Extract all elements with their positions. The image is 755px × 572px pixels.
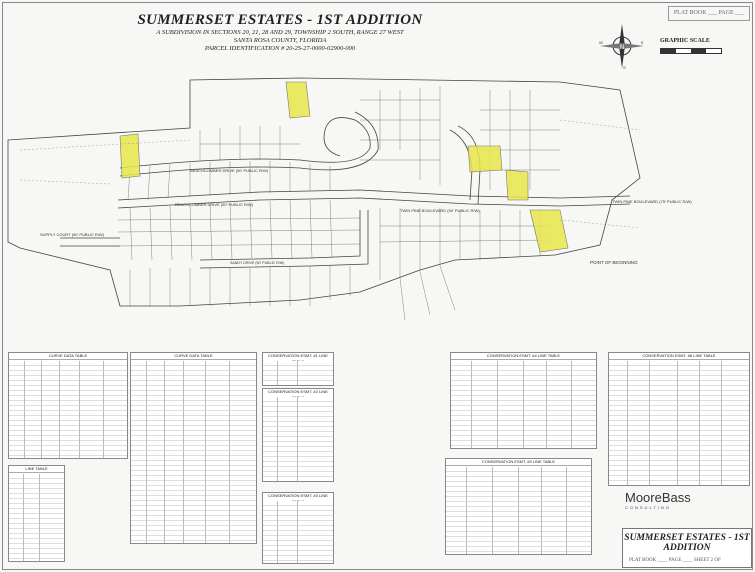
road-label-sandy-drive: SANDY DRIVE (50' PUBLIC R/W) [230, 261, 284, 265]
firm-tag: CONSULTING [625, 505, 671, 510]
graphic-scale-label: GRAPHIC SCALE [660, 38, 710, 44]
conservation-table-6: CONSERVATION ESMT. #6 LINE TABLE [608, 352, 750, 486]
graphic-scale-bar [660, 48, 722, 54]
title-block: SUMMERSET ESTATES - 1ST ADDITION PLAT BO… [622, 528, 752, 568]
north-arrow-icon: N S E W [599, 24, 644, 70]
conservation-table-1: CONSERVATION ESMT. #1 LINE TABLE [262, 352, 334, 386]
east-letter: E [641, 40, 644, 45]
south-letter: S [623, 65, 626, 70]
road-label-twin-pine: TWIN PINE BOULEVARD (50' PUBLIC R/W) [400, 208, 480, 213]
title-block-top: SUMMERSET ESTATES - 1ST ADDITION A SUBDI… [120, 12, 440, 53]
line-table: LINE TABLE [8, 465, 65, 562]
subtitle-1: A SUBDIVISION IN SECTIONS 20, 21, 28 AND… [156, 29, 404, 36]
curve-data-table-1: CURVE DATA TABLE [8, 352, 128, 459]
west-letter: W [599, 40, 603, 45]
point-of-beginning-label: POINT OF BEGINNING [590, 260, 638, 265]
title-block-plat-line: PLAT BOOK ____ PAGE ____ SHEET 2 OF [629, 558, 721, 563]
road-label-beachcomber-2: BEACHCOMBER DRIVE (50' PUBLIC R/W) [175, 202, 254, 207]
north-letter: N [620, 45, 624, 51]
conservation-table-3: CONSERVATION ESMT. #3 LINE TABLE [262, 492, 334, 564]
road-label-twin-pine-east: TWIN PINE BOULEVARD (75' PUBLIC R/W) [612, 199, 692, 204]
conservation-table-5: CONSERVATION ESMT. #5 LINE TABLE [445, 458, 592, 555]
firm-name: MooreBass [625, 490, 691, 505]
conservation-table-4: CONSERVATION ESMT. #4 LINE TABLE [450, 352, 597, 449]
road-label-beachcomber-1: BEACHCOMBER DRIVE (50' PUBLIC R/W) [190, 168, 269, 173]
subdivision-map: BEACHCOMBER DRIVE (50' PUBLIC R/W) BEACH… [7, 77, 692, 321]
page-title: SUMMERSET ESTATES - 1ST ADDITION [137, 12, 423, 28]
firm-logo: MooreBass CONSULTING [625, 490, 708, 523]
subtitle-2: SANTA ROSA COUNTY, FLORIDA [233, 37, 327, 44]
title-block-title: SUMMERSET ESTATES - 1ST ADDITION [624, 533, 750, 553]
conservation-table-2: CONSERVATION ESMT. #2 LINE TABLE [262, 388, 334, 482]
road-label-supply-court: SUPPLY COURT (50' PUBLIC R/W) [40, 232, 105, 237]
curve-data-table-2: CURVE DATA TABLE [130, 352, 257, 544]
plat-book-box: PLAT BOOK ___ PAGE ___ [668, 6, 750, 21]
subtitle-3: PARCEL IDENTIFICATION # 20-2S-27-0000-02… [204, 45, 356, 52]
